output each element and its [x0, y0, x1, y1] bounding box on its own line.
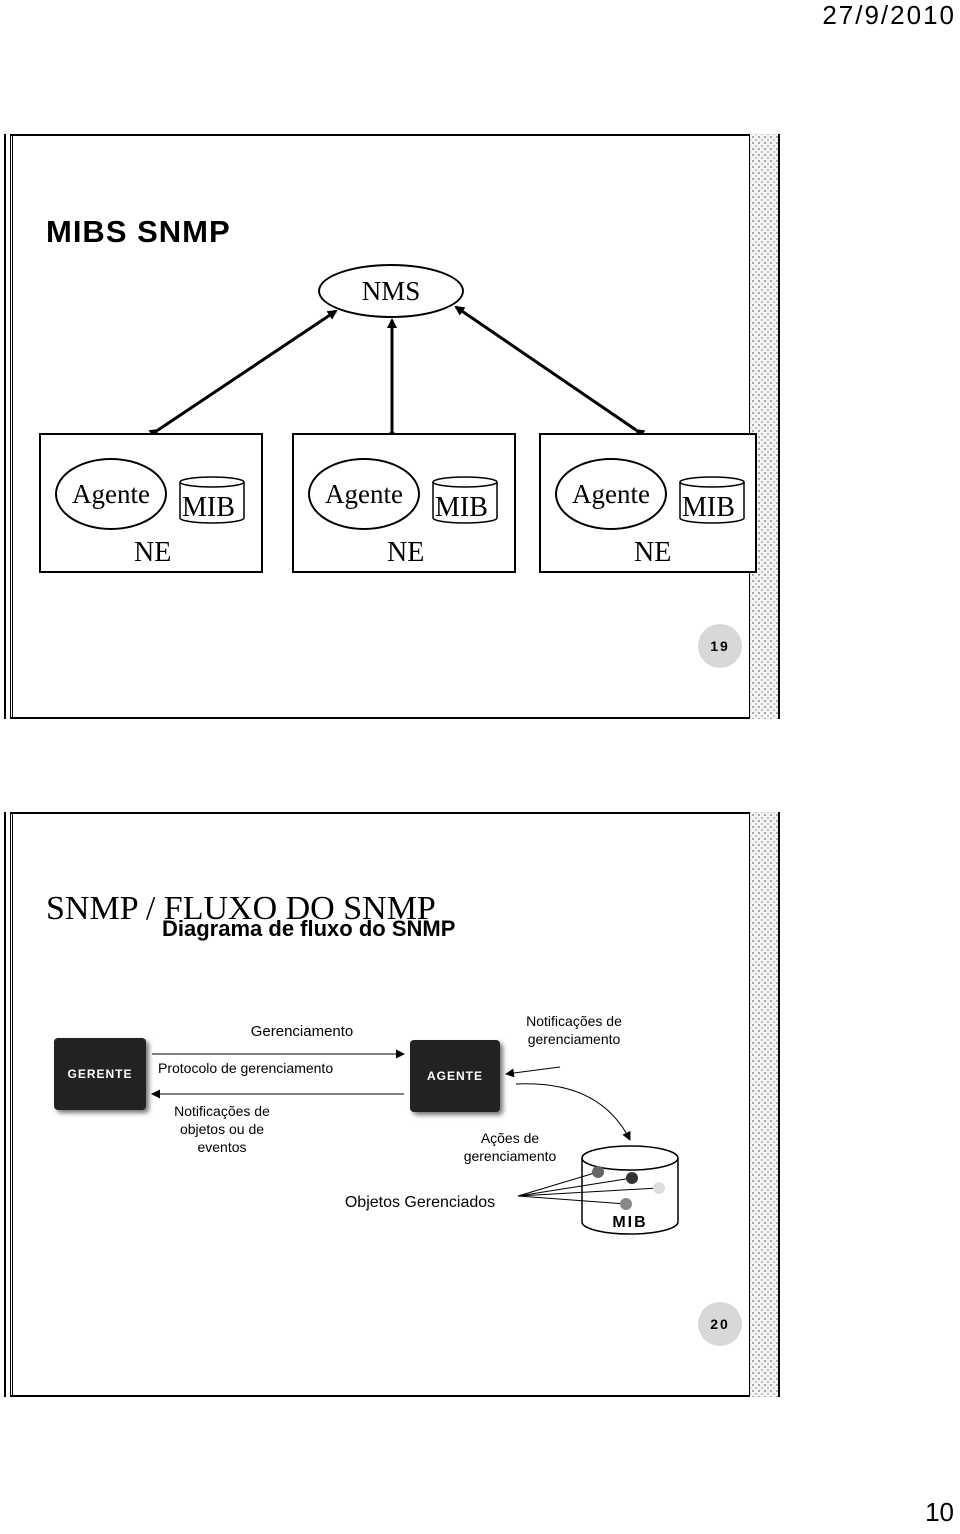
mib-label-3: MIB: [682, 492, 735, 523]
object-dot-4: [620, 1198, 632, 1210]
label-protocolo: Protocolo de gerenciamento: [158, 1060, 334, 1076]
gerente-block: GERENTE: [54, 1038, 146, 1110]
object-dot-3: [653, 1182, 665, 1194]
mib-label-2: MIB: [435, 492, 488, 523]
object-dot-2: [626, 1172, 638, 1184]
pointer-line-3: [517, 1187, 659, 1197]
slide-edge: [4, 134, 13, 719]
label-notificacoes-gerenciamento: Notificações de gerenciamento: [526, 1013, 622, 1047]
nms-arrows: [148, 305, 646, 439]
slide-side-pattern: [750, 134, 780, 719]
mib-cylinder-3: [679, 476, 745, 524]
agent-node-2: Agente: [308, 458, 420, 530]
pointer-line-1: [517, 1171, 599, 1197]
slide-title: SNMP / FLUXO DO SNMP: [46, 890, 436, 927]
mib-label-1: MIB: [182, 492, 235, 523]
ne-label-3: NE: [634, 537, 672, 568]
label-acoes: Ações de gerenciamento: [463, 1130, 557, 1164]
ne-label-2: NE: [387, 537, 425, 568]
page-number: 10: [925, 1497, 954, 1527]
mib-cylinder-1: [179, 476, 245, 524]
slide-side-pattern: [750, 812, 780, 1397]
nms-node: NMS: [318, 264, 464, 318]
page-date: 27/9/2010: [822, 0, 956, 30]
mib-cylinder: [581, 1145, 679, 1235]
arrow-nms-ne1: [148, 309, 338, 439]
arrow-nms-ne3: [454, 305, 646, 439]
ne-label-1: NE: [134, 537, 172, 568]
slide-number-badge: 19: [698, 624, 742, 668]
slide-number-badge: 20: [698, 1302, 742, 1346]
agent-node-1: Agente: [55, 458, 167, 530]
mib-cylinder-2: [432, 476, 498, 524]
arrow-notification: [505, 1066, 561, 1078]
pointer-line-2: [517, 1177, 633, 1197]
mib-cylinder-label: MIB: [612, 1214, 648, 1231]
slide-subtitle: Diagrama de fluxo do SNMP: [162, 916, 456, 941]
slide-edge: [4, 812, 13, 1397]
object-dot-1: [592, 1166, 604, 1178]
pointer-line-4: [517, 1195, 627, 1205]
label-notificacoes-objetos: Notificações de objetos ou de eventos: [174, 1103, 270, 1155]
agent-node-3: Agente: [555, 458, 667, 530]
agente-block: AGENTE: [410, 1040, 500, 1112]
label-gerenciamento: Gerenciamento: [250, 1023, 354, 1040]
slide-title: MIBS SNMP: [46, 214, 231, 249]
label-objetos-gerenciados: Objetos Gerenciados: [344, 1194, 496, 1211]
curve-acoes: [515, 1083, 631, 1141]
